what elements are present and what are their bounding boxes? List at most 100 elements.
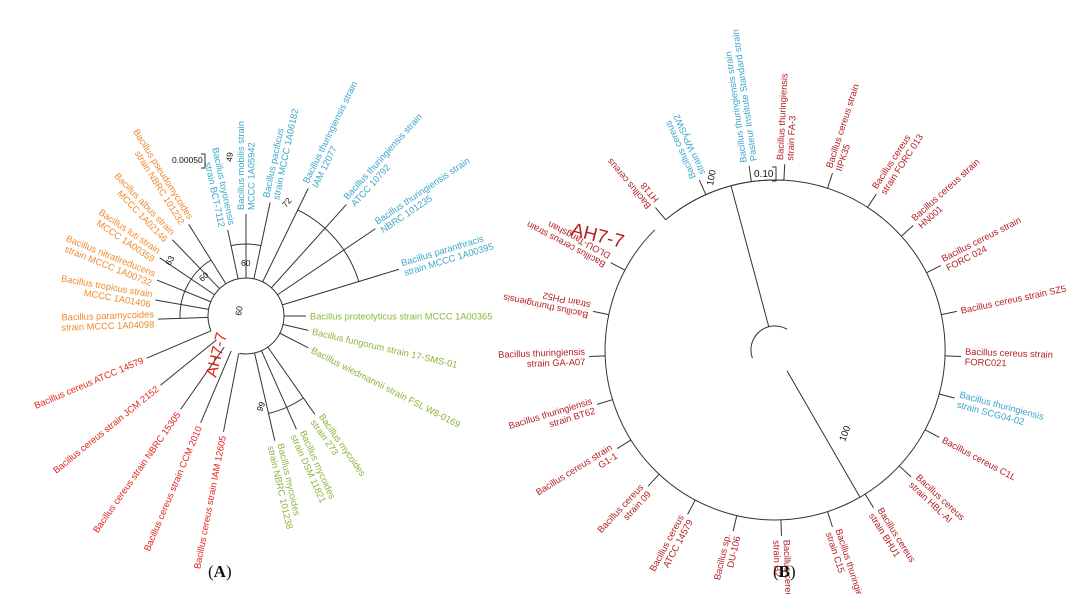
panel-a-tree: Bacillus paramycoidesstrain MCCC 1A04098…: [33, 80, 495, 570]
leaf-branch: [867, 193, 877, 208]
leaf-label: Bacillus cereusATCC 14579: [648, 513, 695, 578]
internal-branch: [730, 185, 770, 327]
bootstrap-value: 60: [197, 270, 211, 284]
panel-b-bootstrap-values: 100 100: [705, 169, 853, 443]
clade-arc: [677, 179, 784, 212]
leaf-label-line: FORC021: [965, 357, 1007, 368]
leaf-label-line: strain GA-A07: [527, 357, 586, 369]
leaf-branch: [944, 355, 961, 357]
root-arc: [207, 277, 285, 331]
leaf-label-line: Bacillus thuringiensis strain: [342, 112, 424, 202]
leaf-label: Bacillus thuringiensisstrain BT62: [507, 396, 596, 441]
leaf-label-line: Bacillus thuringiensis strain: [301, 80, 359, 185]
bootstrap-value: 100: [705, 169, 719, 187]
leaf-branch: [592, 310, 609, 316]
clade-arc: [297, 209, 360, 282]
leaf-label-line: Bacillus cereus ATCC 14579: [33, 355, 145, 410]
leaf-label-line: Bacillus thuringiensis: [775, 73, 790, 161]
panel-a-scale-label: 0.00050: [172, 155, 203, 165]
leaf-label-line: strain FA-3: [785, 115, 797, 160]
leaf-label-line: Bacillus proteolyticus strain MCCC 1A003…: [310, 311, 492, 321]
clade-arc: [179, 259, 212, 319]
bootstrap-value: 100: [837, 424, 853, 443]
leaf-branch: [227, 229, 239, 279]
leaf-branch: [172, 239, 220, 290]
leaf-label-line: Bacillus cereus strain: [940, 215, 1023, 264]
panel-b-leaf-labels: Bacillus thuringiensis strainPasteur Ins…: [498, 29, 1067, 594]
leaf-label: Bacillus cereus strain SZ5: [960, 284, 1067, 316]
leaf-branch: [827, 511, 833, 528]
leaf-branch: [146, 330, 212, 359]
leaf-branch: [156, 279, 211, 303]
leaf-label: Bacillus cereusstrain BHU1: [867, 506, 917, 570]
leaf-branch: [155, 299, 209, 310]
leaf-label-line: strain B2: [771, 540, 782, 577]
bootstrap-value: 60: [241, 258, 251, 268]
leaf-branch: [589, 355, 606, 357]
panel-a-scale-bar: 0.00050: [172, 153, 206, 169]
leaf-label-line: strain MCCC 1A04098: [61, 319, 154, 332]
panel-a-leaf-labels: Bacillus paramycoidesstrain MCCC 1A04098…: [33, 80, 495, 570]
leaf-branch: [254, 352, 276, 441]
leaf-label-line: Bacillus cereus: [782, 540, 794, 594]
panel-b-caption: (B): [773, 562, 796, 581]
leaf-branch: [158, 316, 209, 320]
leaf-branch: [267, 346, 316, 415]
leaf-branch: [924, 429, 940, 438]
bootstrap-value: 49: [224, 152, 235, 163]
panel-a-branches: [146, 188, 400, 441]
panel-b-caption-letter: B: [778, 562, 791, 581]
leaf-label: Bacillus cereus strainG1-1: [534, 442, 619, 506]
panel-b-scale-bar: 0.10: [754, 166, 777, 182]
leaf-label-line: Bacillus thuringiensis: [498, 347, 585, 360]
internal-branch: [786, 370, 861, 498]
panel-b-branches: [589, 164, 961, 536]
leaf-label: Bacillus pacificusstrain MCCC 1A06182: [261, 106, 300, 201]
leaf-label: Bacillus thuringiensis strainIAM 12077: [301, 80, 368, 190]
leaf-branch: [655, 207, 667, 221]
leaf-branch: [901, 225, 914, 237]
leaf-branch: [253, 202, 271, 279]
leaf-label: Bacillus cereus strainIIPK35: [824, 83, 870, 173]
leaf-branch: [188, 224, 227, 285]
panel-a-caption: (A): [208, 562, 232, 581]
bootstrap-value: 63: [163, 254, 177, 267]
leaf-branch: [610, 262, 626, 271]
leaf-label: Bacillus cereusHT18: [605, 150, 661, 211]
leaf-label: Bacillus thuringiensisstrain SCG04-02: [956, 390, 1045, 432]
leaf-branch: [596, 399, 613, 405]
clade-arc: [230, 243, 262, 247]
leaf-branch: [732, 515, 738, 532]
leaf-branch: [939, 393, 955, 399]
leaf-label: Bacillus thuringiensis strainPasteur Ins…: [720, 29, 758, 163]
main-arc: [604, 179, 946, 521]
leaf-branch: [282, 268, 400, 306]
leaf-branch: [262, 188, 309, 283]
panel-a-ah7-7-label: AH7-7: [203, 331, 230, 379]
leaf-branch: [647, 473, 660, 487]
leaf-label-line: Bacillus cereus strain IAM 12605: [192, 435, 228, 570]
leaf-label: Bacillus thuringiensisstrain FA-3: [775, 73, 800, 161]
leaf-label: Bacillus cereus strainFORC021: [965, 347, 1053, 370]
leaf-label-line: Bacillus cereus strain: [910, 157, 982, 223]
clade-arc: [268, 397, 304, 414]
leaf-label-line: MCCC 1A05942: [246, 142, 256, 210]
leaf-branch: [687, 499, 696, 515]
leaf-label-line: Bacillus cereus C1L: [940, 435, 1017, 482]
leaf-branch: [271, 204, 347, 289]
leaf-branch: [698, 179, 707, 195]
leaf-branch: [277, 228, 376, 296]
leaf-branch: [159, 257, 215, 296]
leaf-label: Bacillus cereus strainHN001: [910, 157, 989, 231]
leaf-label: Bacillus cereus strain IAM 12605: [192, 435, 228, 570]
leaf-branch: [748, 165, 752, 182]
leaf-label: Bacillus thuringiensisstrain C15: [824, 528, 870, 594]
panel-b-tree: Bacillus thuringiensis strainPasteur Ins…: [498, 29, 1067, 594]
leaf-label: Bacillus cereusstrain 09: [596, 482, 654, 542]
leaf-branch: [282, 324, 309, 331]
panel-b-scale-label: 0.10: [754, 169, 774, 180]
leaf-label: Bacillus proteolyticus strain MCCC 1A003…: [310, 311, 492, 321]
leaf-branch: [160, 339, 217, 386]
leaf-branch: [279, 332, 309, 349]
